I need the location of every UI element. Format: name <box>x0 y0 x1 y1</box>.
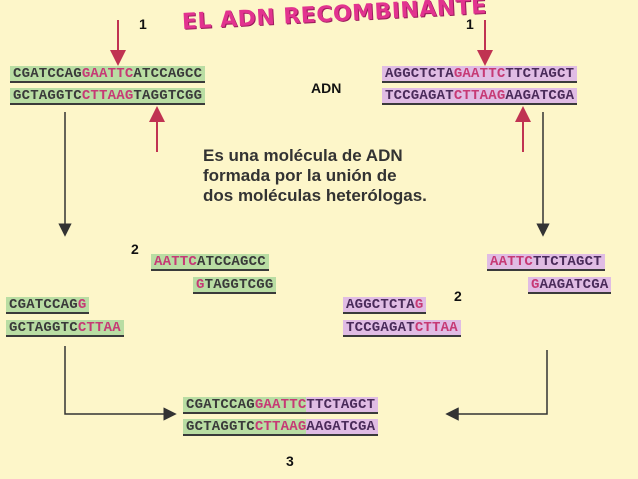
seq-segment: GCTAGGTC <box>9 319 78 336</box>
seq-segment: CGATCCAG <box>183 397 255 413</box>
seq-site: CTTAAG <box>453 87 506 104</box>
seq-segment: ATCCAGCC <box>197 253 266 270</box>
definition-line-1: Es una molécula de ADN <box>203 146 403 165</box>
flow-arrow-left-join <box>64 346 177 421</box>
definition-text: Es una molécula de ADN formada por la un… <box>203 146 523 206</box>
adn-label: ADN <box>311 80 342 96</box>
seq-site: AATTC <box>490 253 534 270</box>
step-label-3: 3 <box>286 453 294 469</box>
seq-site: GAATTC <box>81 65 134 82</box>
seq-site: CTTAA <box>414 319 458 336</box>
seq-segment: AAGATCGA <box>306 419 379 435</box>
seq-segment: ATCCAGCC <box>133 65 203 82</box>
seq-site-green: GAATTC <box>254 396 307 413</box>
definition-line-3: dos moléculas heterólogas. <box>203 186 427 205</box>
step-label-1-right: 1 <box>466 16 474 32</box>
seq-site: G <box>196 276 205 293</box>
definition-line-2: formada por la unión de <box>203 166 397 185</box>
seq-segment: TAGGTCGG <box>204 276 274 293</box>
flow-arrow-right-join <box>445 350 548 421</box>
seq-site: CTTAAG <box>81 87 134 104</box>
seq-segment: TAGGTCGG <box>133 87 203 104</box>
seq-segment: GCTAGGTC <box>183 419 255 435</box>
seq-segment: CGATCCAG <box>13 65 82 82</box>
page-title: EL ADN RECOMBINANTE <box>181 0 488 35</box>
step-label-2-right: 2 <box>454 288 462 304</box>
step-label-1-left: 1 <box>139 16 147 32</box>
seq-segment: AAGATCGA <box>539 276 609 293</box>
seq-site: AATTC <box>154 253 198 270</box>
seq-segment: TTCTAGCT <box>505 65 575 82</box>
seq-segment: AAGATCGA <box>505 87 575 104</box>
seq-site: G <box>531 276 540 293</box>
seq-segment: CGATCCAG <box>9 296 78 313</box>
seq-site: G <box>77 296 87 313</box>
seq-site: CTTAA <box>77 319 121 336</box>
seq-segment: TTCTAGCT <box>306 397 379 413</box>
seq-site: G <box>414 296 424 313</box>
seq-site: GAATTC <box>453 65 506 82</box>
seq-segment: TCCGAGAT <box>346 319 415 336</box>
seq-segment: TTCTAGCT <box>533 253 602 270</box>
seq-segment: GCTAGGTC <box>13 87 82 104</box>
seq-segment: AGGCTCTA <box>346 296 415 313</box>
seq-segment: AGGCTCTA <box>385 65 454 82</box>
seq-segment: TCCGAGAT <box>385 87 454 104</box>
step-label-2-left: 2 <box>131 241 139 257</box>
seq-site-green: CTTAAG <box>254 418 307 435</box>
